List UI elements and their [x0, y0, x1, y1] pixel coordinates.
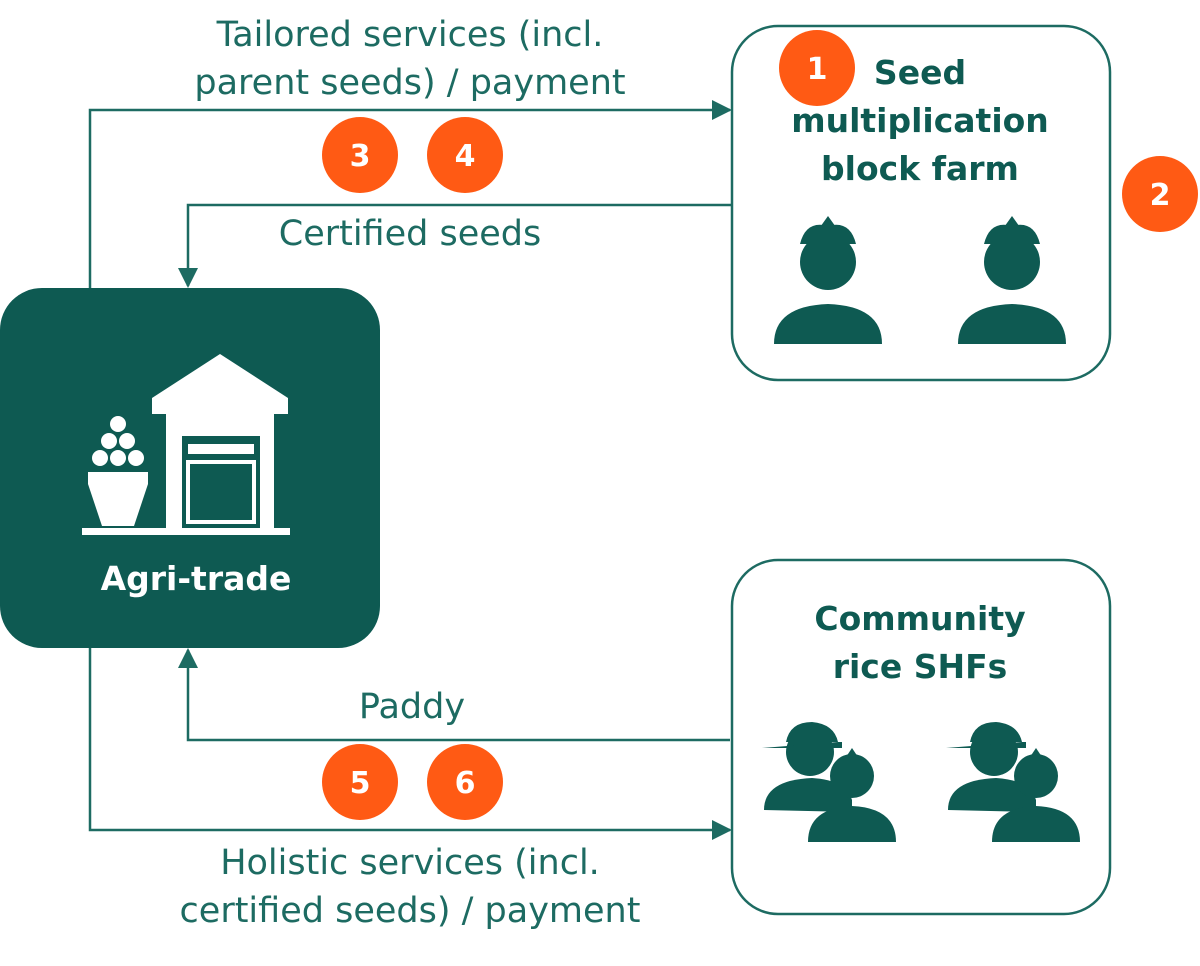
farmer-group-icon	[762, 722, 896, 842]
seed-pile-icon	[88, 416, 148, 526]
agri-trade-node: Agri-trade	[0, 288, 380, 648]
agri-trade-label: Agri-trade	[101, 559, 292, 598]
holistic-label-line-2: certified seeds) / payment	[180, 891, 641, 931]
farmer-group-icon	[946, 722, 1080, 842]
holistic-services-arrow	[88, 648, 732, 840]
seed-farm-title-line-2: multiplication	[791, 101, 1049, 140]
paddy-label: Paddy	[359, 687, 465, 727]
holistic-label-line-1: Holistic services (incl.	[220, 843, 600, 883]
agri-trade-ground-line	[82, 528, 290, 535]
community-title-line-2: rice SHFs	[833, 647, 1008, 686]
certified-seeds-label: Certified seeds	[279, 214, 541, 254]
tailored-services-arrow	[88, 100, 732, 290]
badge-3: 3	[322, 117, 398, 193]
badge-6: 6	[427, 744, 503, 820]
tailored-label-line-2: parent seeds) / payment	[194, 63, 625, 103]
svg-text:4: 4	[455, 139, 476, 174]
badge-2: 2	[1122, 156, 1198, 232]
seed-farm-node: Seed multiplication block farm	[730, 24, 1112, 382]
warehouse-icon	[152, 354, 288, 528]
tailored-label-line-1: Tailored services (incl.	[216, 15, 604, 55]
badge-5: 5	[322, 744, 398, 820]
seed-farm-title-line-1: Seed	[874, 53, 966, 92]
certified-seeds-arrow	[178, 203, 732, 288]
seed-farm-title-line-3: block farm	[821, 149, 1019, 188]
svg-text:2: 2	[1150, 178, 1171, 213]
paddy-arrow	[178, 648, 730, 742]
farmer-icon	[774, 216, 882, 344]
svg-text:6: 6	[455, 766, 476, 801]
farmer-icon	[958, 216, 1066, 344]
community-node: Community rice SHFs	[730, 558, 1112, 916]
svg-text:5: 5	[350, 766, 371, 801]
community-title-line-1: Community	[814, 599, 1025, 638]
badge-4: 4	[427, 117, 503, 193]
svg-text:3: 3	[350, 139, 371, 174]
svg-text:1: 1	[807, 52, 828, 87]
badge-1: 1	[779, 30, 855, 106]
